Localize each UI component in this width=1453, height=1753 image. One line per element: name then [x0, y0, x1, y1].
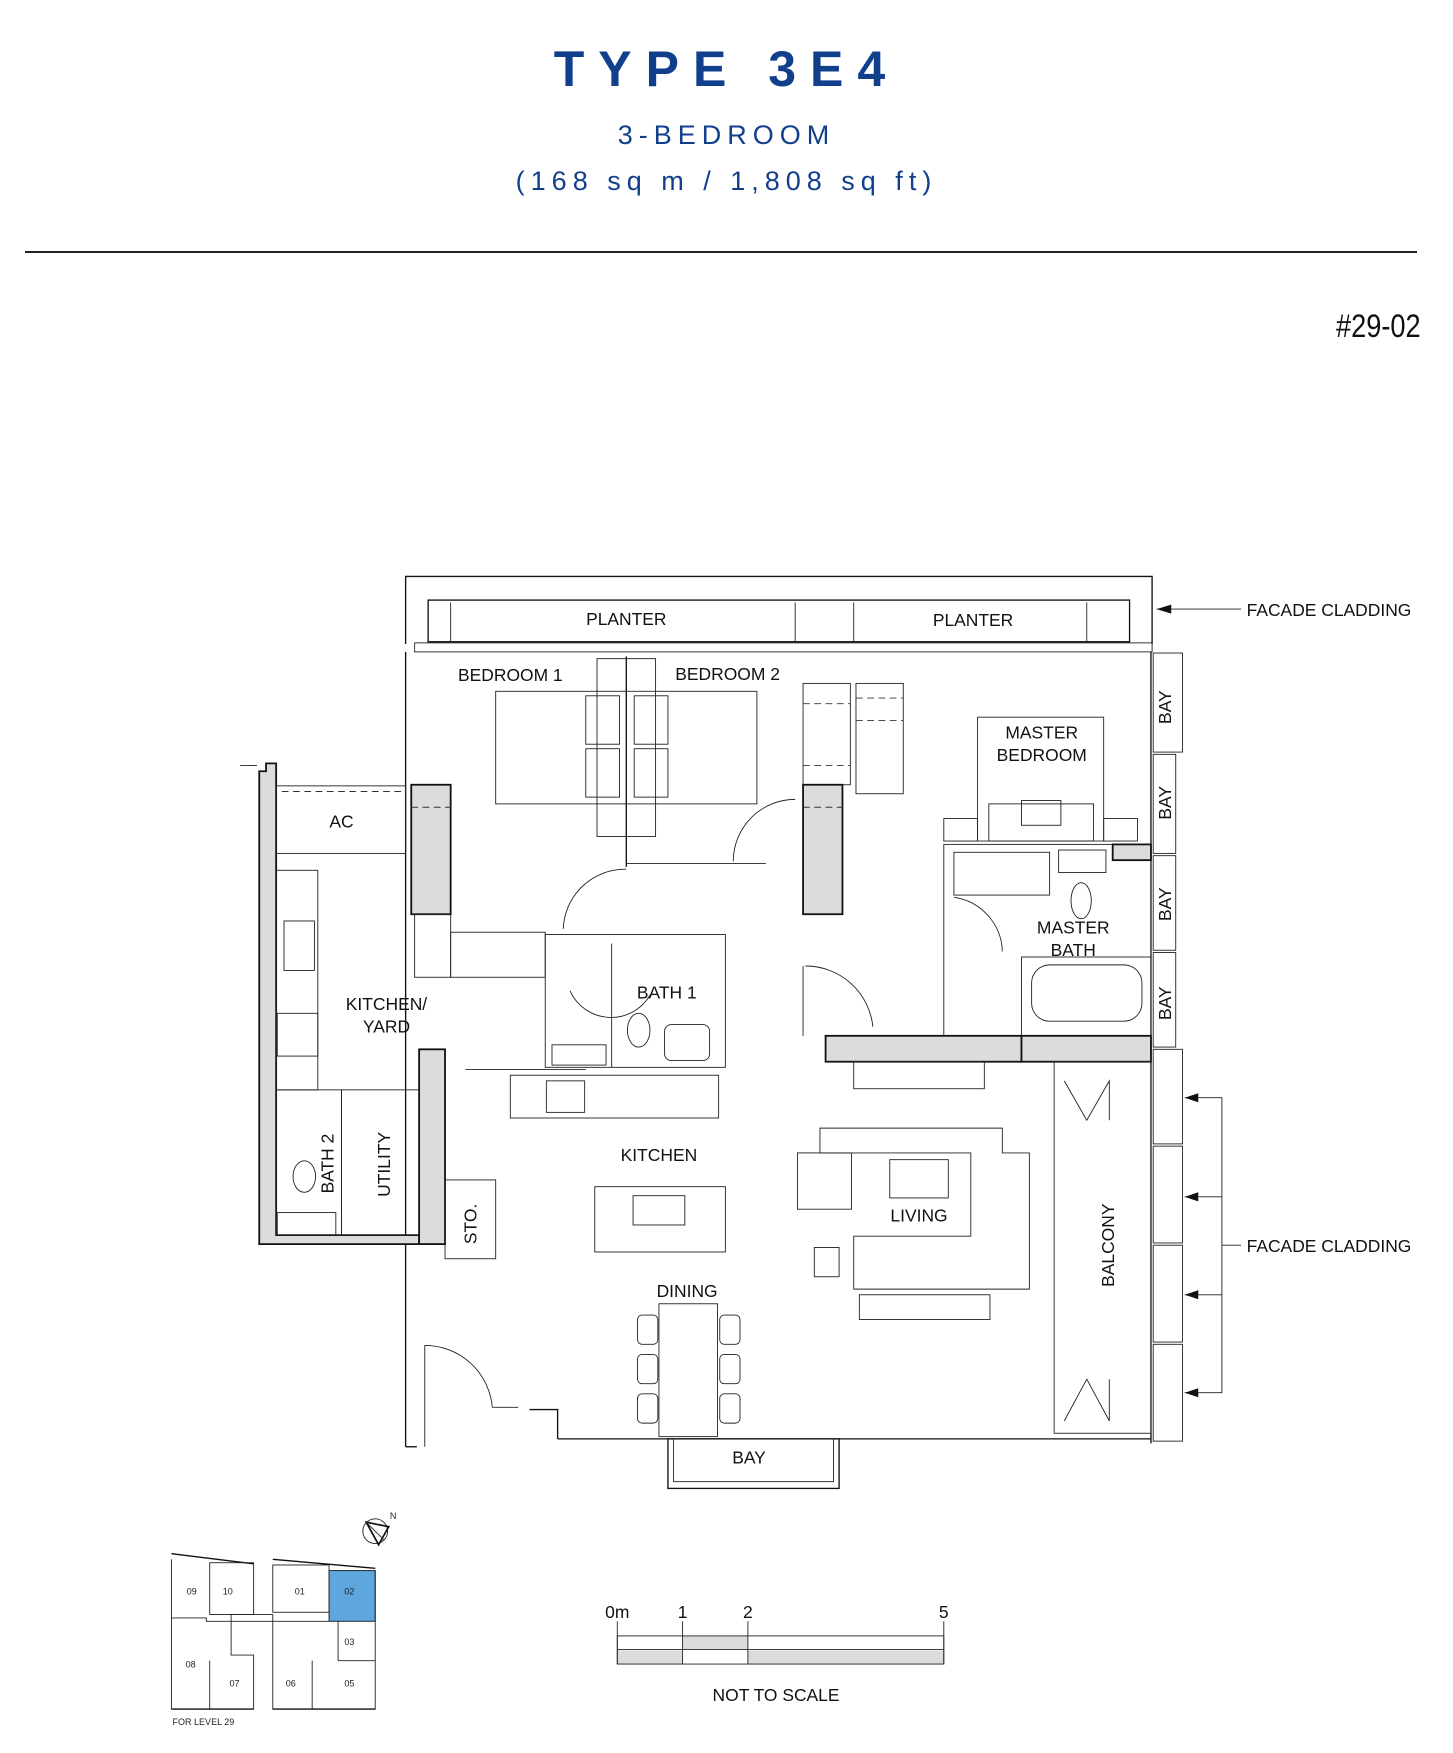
right-bays: BAY BAY BAY BAY: [1152, 652, 1183, 1442]
unit-number: #29-02: [1336, 308, 1421, 344]
divider: [25, 251, 1417, 253]
living-balcony: LIVING BALCONY: [796, 1061, 1152, 1434]
svg-text:03: 03: [344, 1637, 354, 1647]
outer-walls: BAY: [404, 651, 1152, 1490]
facade-cladding-label: FACADE CLADDING: [1247, 1236, 1412, 1256]
bay-label: BAY: [1155, 786, 1175, 820]
service-wing: AC KITCHEN/ YARD BATH 2 UTILITY STO.: [240, 762, 497, 1260]
dining-label: DINING: [657, 1281, 718, 1301]
key-plan: N 09 10 01 02 03 08 07 06 05 FOR LEVEL 2…: [170, 1511, 397, 1727]
master-suite: MASTER BEDROOM MASTER BATH: [824, 716, 1152, 1063]
master-bath-label: MASTER: [1037, 917, 1110, 937]
bay-label: BAY: [1155, 986, 1175, 1020]
bedrooms-1-2: BEDROOM 1 BEDROOM 2: [410, 656, 904, 978]
svg-text:0m: 0m: [605, 1602, 629, 1622]
kitchen-yard-label: YARD: [363, 1016, 410, 1036]
bay-label: BAY: [732, 1448, 766, 1468]
balcony-label: BALCONY: [1098, 1203, 1118, 1287]
facade-cladding-label: FACADE CLADDING: [1247, 600, 1412, 620]
bath-1-label: BATH 1: [637, 983, 697, 1003]
svg-text:1: 1: [678, 1602, 688, 1622]
svg-text:10: 10: [223, 1586, 233, 1596]
bedroom-count: 3-BEDROOM: [617, 120, 836, 150]
master-bedroom-label: BEDROOM: [997, 745, 1087, 765]
svg-text:08: 08: [186, 1659, 196, 1669]
store-label: STO.: [461, 1204, 481, 1244]
bath-2-label: BATH 2: [318, 1134, 338, 1194]
master-bedroom-label: MASTER: [1005, 723, 1078, 743]
svg-text:N: N: [390, 1511, 397, 1521]
bedroom-2-label: BEDROOM 2: [675, 664, 780, 684]
compass-icon: N: [362, 1511, 397, 1547]
planter-label: PLANTER: [933, 610, 1013, 630]
key-unit-02-highlight: [328, 1570, 376, 1622]
svg-text:06: 06: [286, 1679, 296, 1689]
svg-text:2: 2: [743, 1602, 753, 1622]
unit-area: (168 sq m / 1,808 sq ft): [515, 166, 938, 196]
bath-1-kitchen: BATH 1 KITCHEN DINING: [424, 934, 874, 1447]
svg-text:05: 05: [344, 1679, 354, 1689]
scale-bar: 0m 1 2 5 NOT TO SCALE: [605, 1602, 948, 1705]
kitchen-label: KITCHEN: [621, 1145, 698, 1165]
svg-text:5: 5: [939, 1602, 949, 1622]
not-to-scale-note: NOT TO SCALE: [713, 1685, 840, 1705]
facade-callouts: FACADE CLADDING FACADE CLADDING: [1156, 600, 1412, 1398]
ac-label: AC: [329, 812, 353, 832]
master-bath-label: BATH: [1051, 940, 1096, 960]
svg-text:02: 02: [344, 1586, 354, 1596]
planter-label: PLANTER: [586, 609, 666, 629]
bay-label: BAY: [1155, 690, 1175, 724]
svg-text:09: 09: [187, 1586, 197, 1596]
plan-type-title: TYPE 3E4: [553, 41, 900, 97]
utility-label: UTILITY: [374, 1132, 394, 1197]
living-label: LIVING: [890, 1206, 947, 1226]
planter-zone: PLANTER PLANTER: [404, 575, 1153, 653]
svg-text:01: 01: [295, 1586, 305, 1596]
kitchen-yard-label: KITCHEN/: [346, 994, 428, 1014]
arrow-icon: [1156, 604, 1172, 614]
bedroom-1-label: BEDROOM 1: [458, 665, 563, 685]
key-plan-caption: FOR LEVEL 29: [173, 1717, 235, 1727]
bay-label: BAY: [1155, 887, 1175, 921]
svg-text:07: 07: [229, 1679, 239, 1689]
